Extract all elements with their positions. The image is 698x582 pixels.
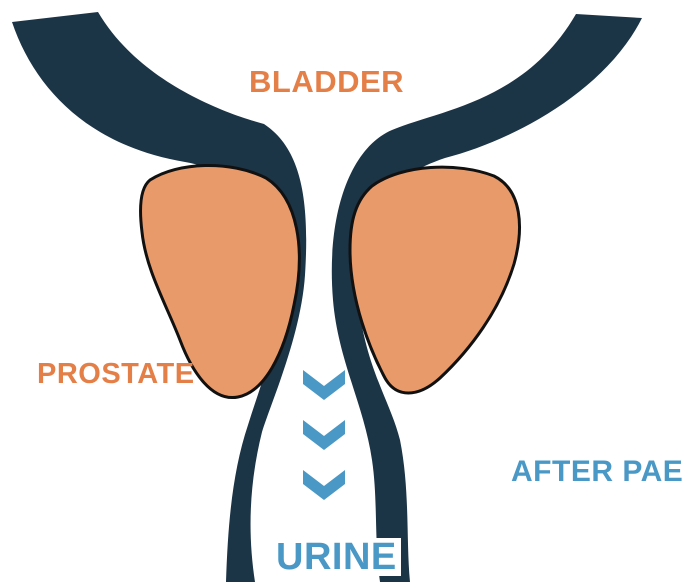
bladder-label: BLADDER (249, 66, 404, 97)
urine-label: URINE (272, 538, 401, 576)
chevron-down-icon (303, 470, 345, 500)
chevron-down-icon (303, 370, 345, 400)
after-pae-label: AFTER PAE (511, 457, 683, 487)
right-prostate-lobe (350, 167, 519, 393)
prostate-label: PROSTATE (37, 360, 195, 389)
chevron-down-icon (303, 420, 345, 450)
urine-flow-arrows (303, 370, 345, 500)
